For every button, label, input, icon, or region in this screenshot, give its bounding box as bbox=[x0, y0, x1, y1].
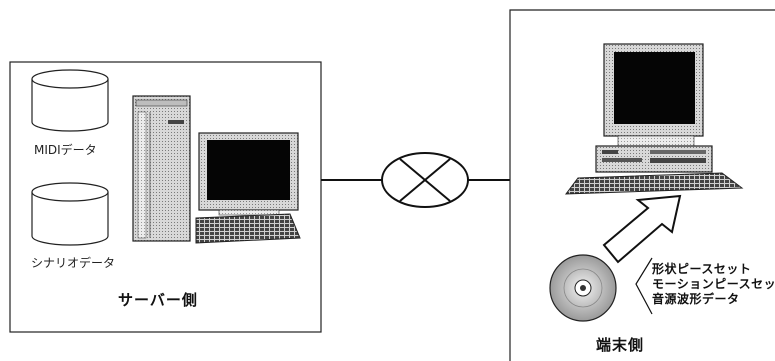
terminal-keyboard-icon bbox=[564, 172, 744, 195]
server-side-caption: サーバー側 bbox=[118, 291, 198, 309]
terminal-desktop-unit-icon bbox=[595, 145, 713, 173]
scenario-database-icon bbox=[31, 182, 109, 246]
terminal-panel bbox=[509, 9, 775, 361]
terminal-monitor-icon bbox=[603, 43, 704, 147]
midi-database-icon bbox=[31, 69, 109, 132]
terminal-side-caption: 端末側 bbox=[596, 336, 645, 354]
content-item-motion-pieces: モーションピースセット bbox=[652, 277, 775, 291]
server-keyboard-icon bbox=[195, 213, 301, 244]
network-switch-icon bbox=[381, 152, 469, 208]
install-arrow-icon bbox=[602, 194, 682, 264]
scenario-database-label: シナリオデータ bbox=[31, 256, 116, 270]
server-panel bbox=[9, 61, 322, 333]
cd-rom-icon bbox=[549, 254, 617, 322]
server-monitor-icon bbox=[198, 132, 299, 216]
cd-contents-list: 形状ピースセット モーションピースセット 音源波形データ bbox=[652, 262, 775, 307]
content-item-waveform-data: 音源波形データ bbox=[652, 292, 740, 306]
cd-contents-bracket bbox=[635, 257, 653, 315]
content-item-shape-pieces: 形状ピースセット bbox=[652, 262, 752, 276]
server-tower-icon bbox=[132, 95, 191, 242]
midi-database-label: MIDIデータ bbox=[34, 143, 97, 157]
